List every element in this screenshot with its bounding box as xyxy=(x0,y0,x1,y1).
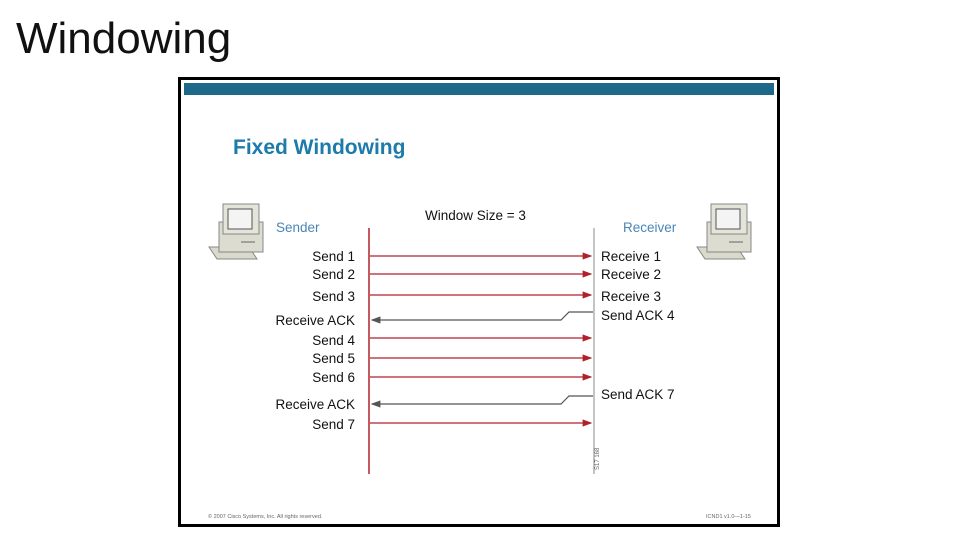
slide-frame: Fixed Windowing xyxy=(178,77,780,527)
receiver-label: Receiver xyxy=(623,220,677,235)
sender-event-label: Send 7 xyxy=(312,417,355,432)
receiver-event-label: Receive 2 xyxy=(601,267,661,282)
receiver-event-label: Send ACK 4 xyxy=(601,308,675,323)
slide-heading: Fixed Windowing xyxy=(233,136,406,159)
sender-event-label: Receive ACK xyxy=(275,313,355,328)
ack-arrow xyxy=(370,311,593,324)
sender-event-label: Send 6 xyxy=(312,370,355,385)
page-title: Windowing xyxy=(16,14,232,63)
slide: Fixed Windowing xyxy=(181,80,777,524)
sender-event-label: Receive ACK xyxy=(275,397,355,412)
sender-event-label: Send 2 xyxy=(312,267,355,282)
sender-event-label: Send 1 xyxy=(312,249,355,264)
slide-top-bar xyxy=(184,83,774,95)
sender-event-label: Send 4 xyxy=(312,333,355,348)
ack-arrow xyxy=(370,395,593,408)
figure-id: S17 168 xyxy=(595,447,601,470)
receiver-event-label: Receive 1 xyxy=(601,249,661,264)
sender-event-label: Send 3 xyxy=(312,289,355,304)
footer-copyright: © 2007 Cisco Systems, Inc. All rights re… xyxy=(208,514,323,520)
sender-label: Sender xyxy=(276,220,320,235)
sender-computer-icon xyxy=(208,203,264,260)
window-size-label: Window Size = 3 xyxy=(425,208,526,223)
receiver-computer-icon xyxy=(696,203,752,260)
footer-course-id: ICND1 v1.0—1-15 xyxy=(706,514,751,520)
windowing-diagram: Sender Receiver Window Size = 3 Send 1 S… xyxy=(208,203,752,474)
receiver-event-label: Send ACK 7 xyxy=(601,387,675,402)
receiver-event-label: Receive 3 xyxy=(601,289,661,304)
sender-event-label: Send 5 xyxy=(312,351,355,366)
